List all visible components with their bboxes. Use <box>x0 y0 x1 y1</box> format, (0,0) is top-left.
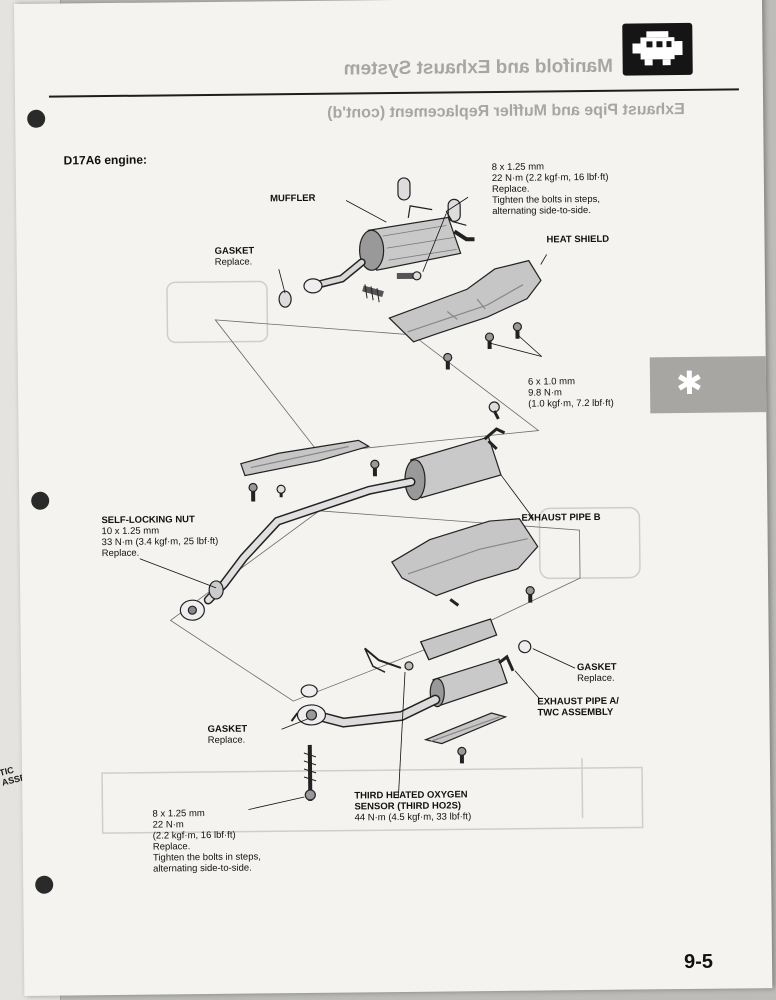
gasket-bottom-callout: GASKET Replace. <box>207 723 248 747</box>
leader-lines <box>139 196 576 810</box>
exhaust-pipe-b-drawing <box>179 427 506 621</box>
manual-page: Manifold and Exhaust System Exhaust Pipe… <box>14 0 773 996</box>
heat-shield-lower <box>391 518 539 607</box>
exhaust-pipe-a-callout: EXHAUST PIPE A/ TWC ASSEMBLY <box>537 695 619 719</box>
center-shield <box>240 439 380 502</box>
bleed-through-ghost <box>101 280 644 834</box>
gasket-right-callout: GASKET Replace. <box>576 661 617 685</box>
shield-bolts-callout: 6 x 1.0 mm 9.8 N·m (1.0 kgf·m, 7.2 lbf·f… <box>527 376 614 410</box>
exhaust-pipe-b-callout: EXHAUST PIPE B <box>521 511 601 524</box>
muffler-group <box>278 177 475 308</box>
exhaust-system-diagram <box>101 177 644 834</box>
self-locking-nut-callout: SELF-LOCKING NUT 10 x 1.25 mm 33 N·m (3.… <box>101 514 219 560</box>
muffler-bolts-callout: 8 x 1.25 mm 22 N·m (2.2 kgf·m, 16 lbf·ft… <box>491 161 609 218</box>
gasket-top-callout: GASKET Replace. <box>214 245 255 268</box>
oxygen-sensor-callout: THIRD HEATED OXYGEN SENSOR (THIRD HO2S) … <box>354 789 472 824</box>
front-bolts-callout: 8 x 1.25 mm 22 N·m (2.2 kgf·m, 16 lbf·ft… <box>152 808 261 875</box>
exhaust-pipe-a-drawing <box>290 618 532 801</box>
engine-icon <box>632 31 683 66</box>
muffler-callout: MUFFLER <box>269 192 316 205</box>
page-number: 9-5 <box>683 950 714 974</box>
engine-section-badge <box>622 22 693 76</box>
heat-shield-callout: HEAT SHIELD <box>546 233 610 246</box>
heat-shield-top <box>388 259 542 420</box>
